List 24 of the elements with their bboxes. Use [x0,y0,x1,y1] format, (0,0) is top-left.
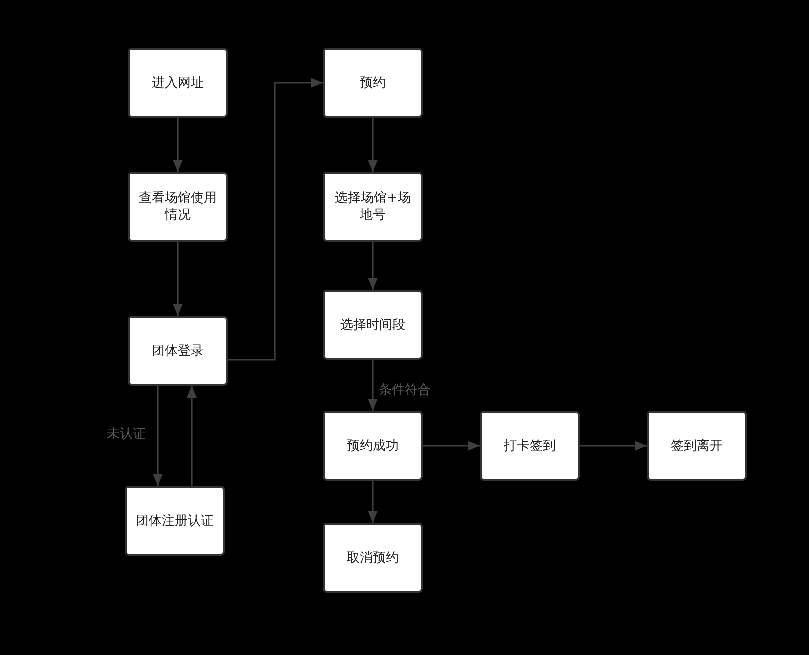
arrow [580,441,647,451]
arrow [173,118,183,172]
arrow [228,78,323,361]
process-box: 查看场馆使用情况 [128,172,228,242]
process-box: 团体登录 [128,316,228,386]
process-box: 预约 [323,48,423,118]
arrow [368,242,378,290]
process-box: 团体注册认证 [125,486,225,556]
arrow [423,441,480,451]
arrow [368,360,378,411]
arrow [187,386,197,486]
process-box: 预约成功 [323,411,423,481]
process-box: 取消预约 [323,523,423,593]
process-box: 选择时间段 [323,290,423,360]
arrow [368,118,378,172]
arrow [173,242,183,316]
process-box: 签到离开 [647,411,747,481]
arrow [153,386,163,486]
process-box: 打卡签到 [480,411,580,481]
process-box: 进入网址 [128,48,228,118]
edge-label: 未认证 [107,427,146,443]
edge-label: 条件符合 [379,383,431,399]
arrow [368,481,378,523]
process-box: 选择场馆+场地号 [323,172,423,242]
